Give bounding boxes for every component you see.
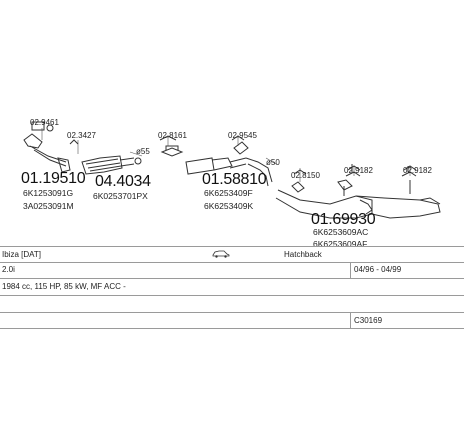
joint-diameter-1: ø55 (136, 147, 150, 156)
column-divider (350, 262, 351, 278)
accessory-code-4: 02.9545 (228, 131, 257, 140)
accessory-code-5: 02.8150 (291, 171, 320, 180)
info-row-empty (0, 296, 464, 313)
vehicle-years: 04/96 - 04/99 (354, 265, 402, 274)
oem-number: 6K1253091G (23, 188, 74, 198)
part-code-middle-silencer: 01.58810 (202, 171, 267, 188)
oem-number: 6K6253609AC (313, 227, 369, 237)
vehicle-body: Hatchback (284, 250, 322, 259)
oem-number: 6K6253409K (204, 201, 254, 211)
info-row-spec: 1984 cc, 115 HP, 85 kW, MF ACC - (0, 279, 464, 296)
exhaust-diagram: 02.9461 02.3427 02.8161 02.9545 02.8150 … (21, 118, 441, 249)
catalyst-shape (81, 155, 135, 175)
clamp-shape (160, 145, 184, 157)
accessory-code-3: 02.8161 (158, 131, 187, 140)
oem-number: 6K0253701PX (93, 191, 148, 201)
info-row-engine: 2.0i 04/96 - 04/99 (0, 262, 464, 279)
oem-number: 6K6253409F (204, 188, 253, 198)
reference-code: C30169 (354, 316, 383, 325)
part-code-rear-silencer: 01.69930 (311, 211, 376, 228)
middle-silencer-shape (185, 157, 247, 175)
exhaust-drawing (23, 121, 441, 219)
part-code-catalyst: 04.4034 (95, 173, 151, 190)
rear-silencer-shape (275, 189, 441, 219)
vehicle-spec: 1984 cc, 115 HP, 85 kW, MF ACC - (2, 282, 126, 291)
info-row-model: Ibiza [DAT] Hatchback (0, 246, 464, 263)
vehicle-engine: 2.0i (2, 265, 15, 274)
joint-diameter-2: ø50 (266, 158, 280, 167)
oem-number: 6K6253609AF (313, 239, 368, 249)
accessory-code-2: 02.3427 (67, 131, 96, 140)
part-code-front-pipe: 01.19510 (21, 170, 86, 187)
oem-number: 3A0253091M (23, 201, 74, 211)
accessory-code-1: 02.9461 (30, 118, 59, 127)
info-row-ref: C30169 (0, 313, 464, 329)
car-hatchback-icon (212, 249, 230, 260)
column-divider (350, 313, 351, 329)
accessory-code-6: 02.9182 (344, 166, 373, 175)
vehicle-model: Ibiza [DAT] (2, 250, 41, 259)
front-pipe-shape (23, 133, 67, 167)
accessory-code-7: 02.9182 (403, 166, 432, 175)
